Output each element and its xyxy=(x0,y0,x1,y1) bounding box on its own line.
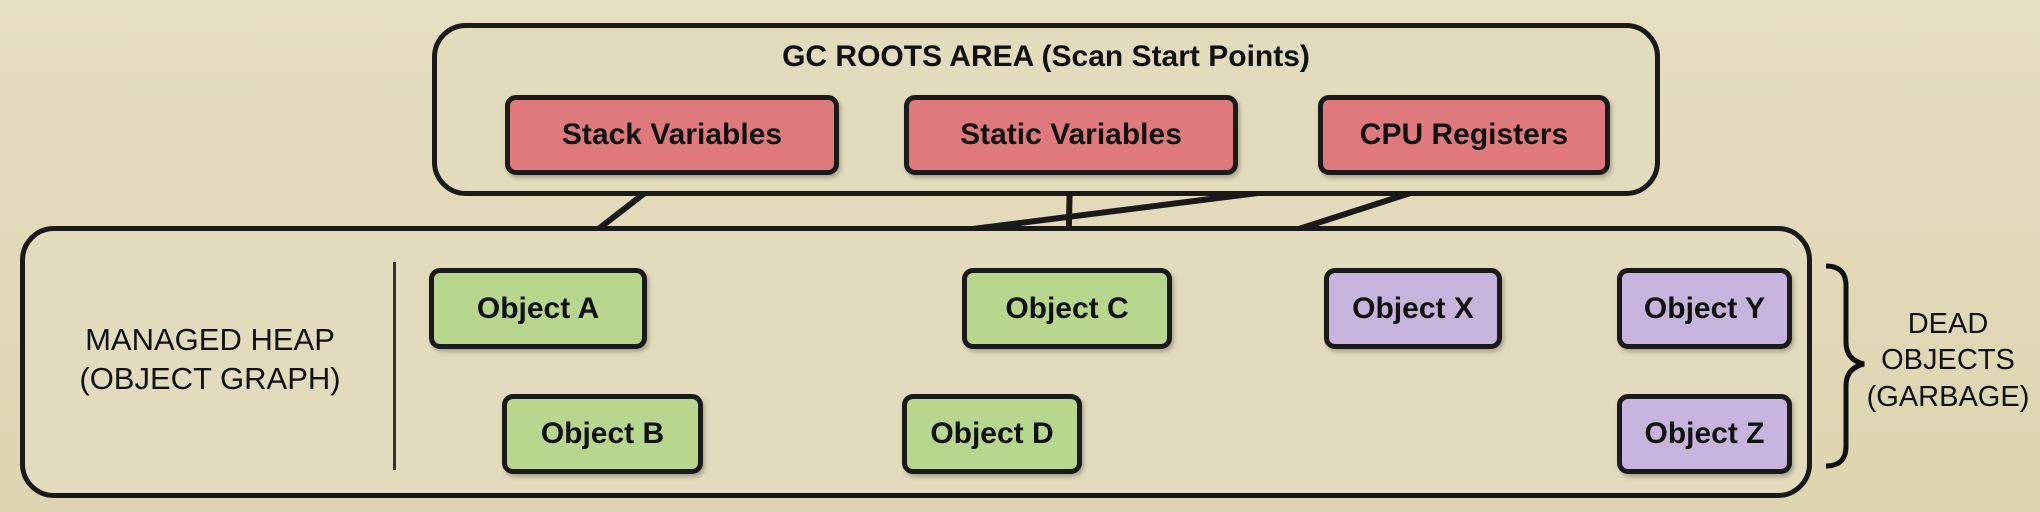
object-d-label: Object D xyxy=(930,417,1054,450)
object-b-label: Object B xyxy=(540,417,665,450)
gc-roots-title: GC ROOTS AREA (Scan Start Points) xyxy=(782,40,1310,73)
managed-heap-label: MANAGED HEAP (OBJECT GRAPH) xyxy=(79,322,341,396)
object-z-label: Object Z xyxy=(1644,417,1765,450)
heap-divider xyxy=(393,262,396,470)
object-z-node[interactable]: Object Z xyxy=(1617,394,1792,474)
static-variables-node[interactable]: Static Variables xyxy=(904,95,1238,175)
stack-variables-label: Stack Variables xyxy=(561,118,783,151)
static-variables-label: Static Variables xyxy=(960,118,1182,151)
stack-variables-node[interactable]: Stack Variables xyxy=(505,95,839,175)
cpu-registers-node[interactable]: CPU Registers xyxy=(1318,95,1610,175)
object-y-label: Object Y xyxy=(1643,291,1766,325)
object-d-node[interactable]: Object D xyxy=(902,394,1082,474)
dead-objects-label: DEAD OBJECTS (GARBAGE) xyxy=(1866,308,2030,413)
object-c-label: Object C xyxy=(1005,291,1129,325)
cpu-registers-label: CPU Registers xyxy=(1359,118,1569,151)
object-c-node[interactable]: Object C xyxy=(962,268,1172,349)
object-b-node[interactable]: Object B xyxy=(502,394,703,474)
object-a-node[interactable]: Object A xyxy=(429,268,647,349)
object-a-label: Object A xyxy=(476,291,600,325)
object-x-label: Object X xyxy=(1352,291,1474,325)
object-x-node[interactable]: Object X xyxy=(1324,268,1502,349)
object-y-node[interactable]: Object Y xyxy=(1617,268,1792,349)
